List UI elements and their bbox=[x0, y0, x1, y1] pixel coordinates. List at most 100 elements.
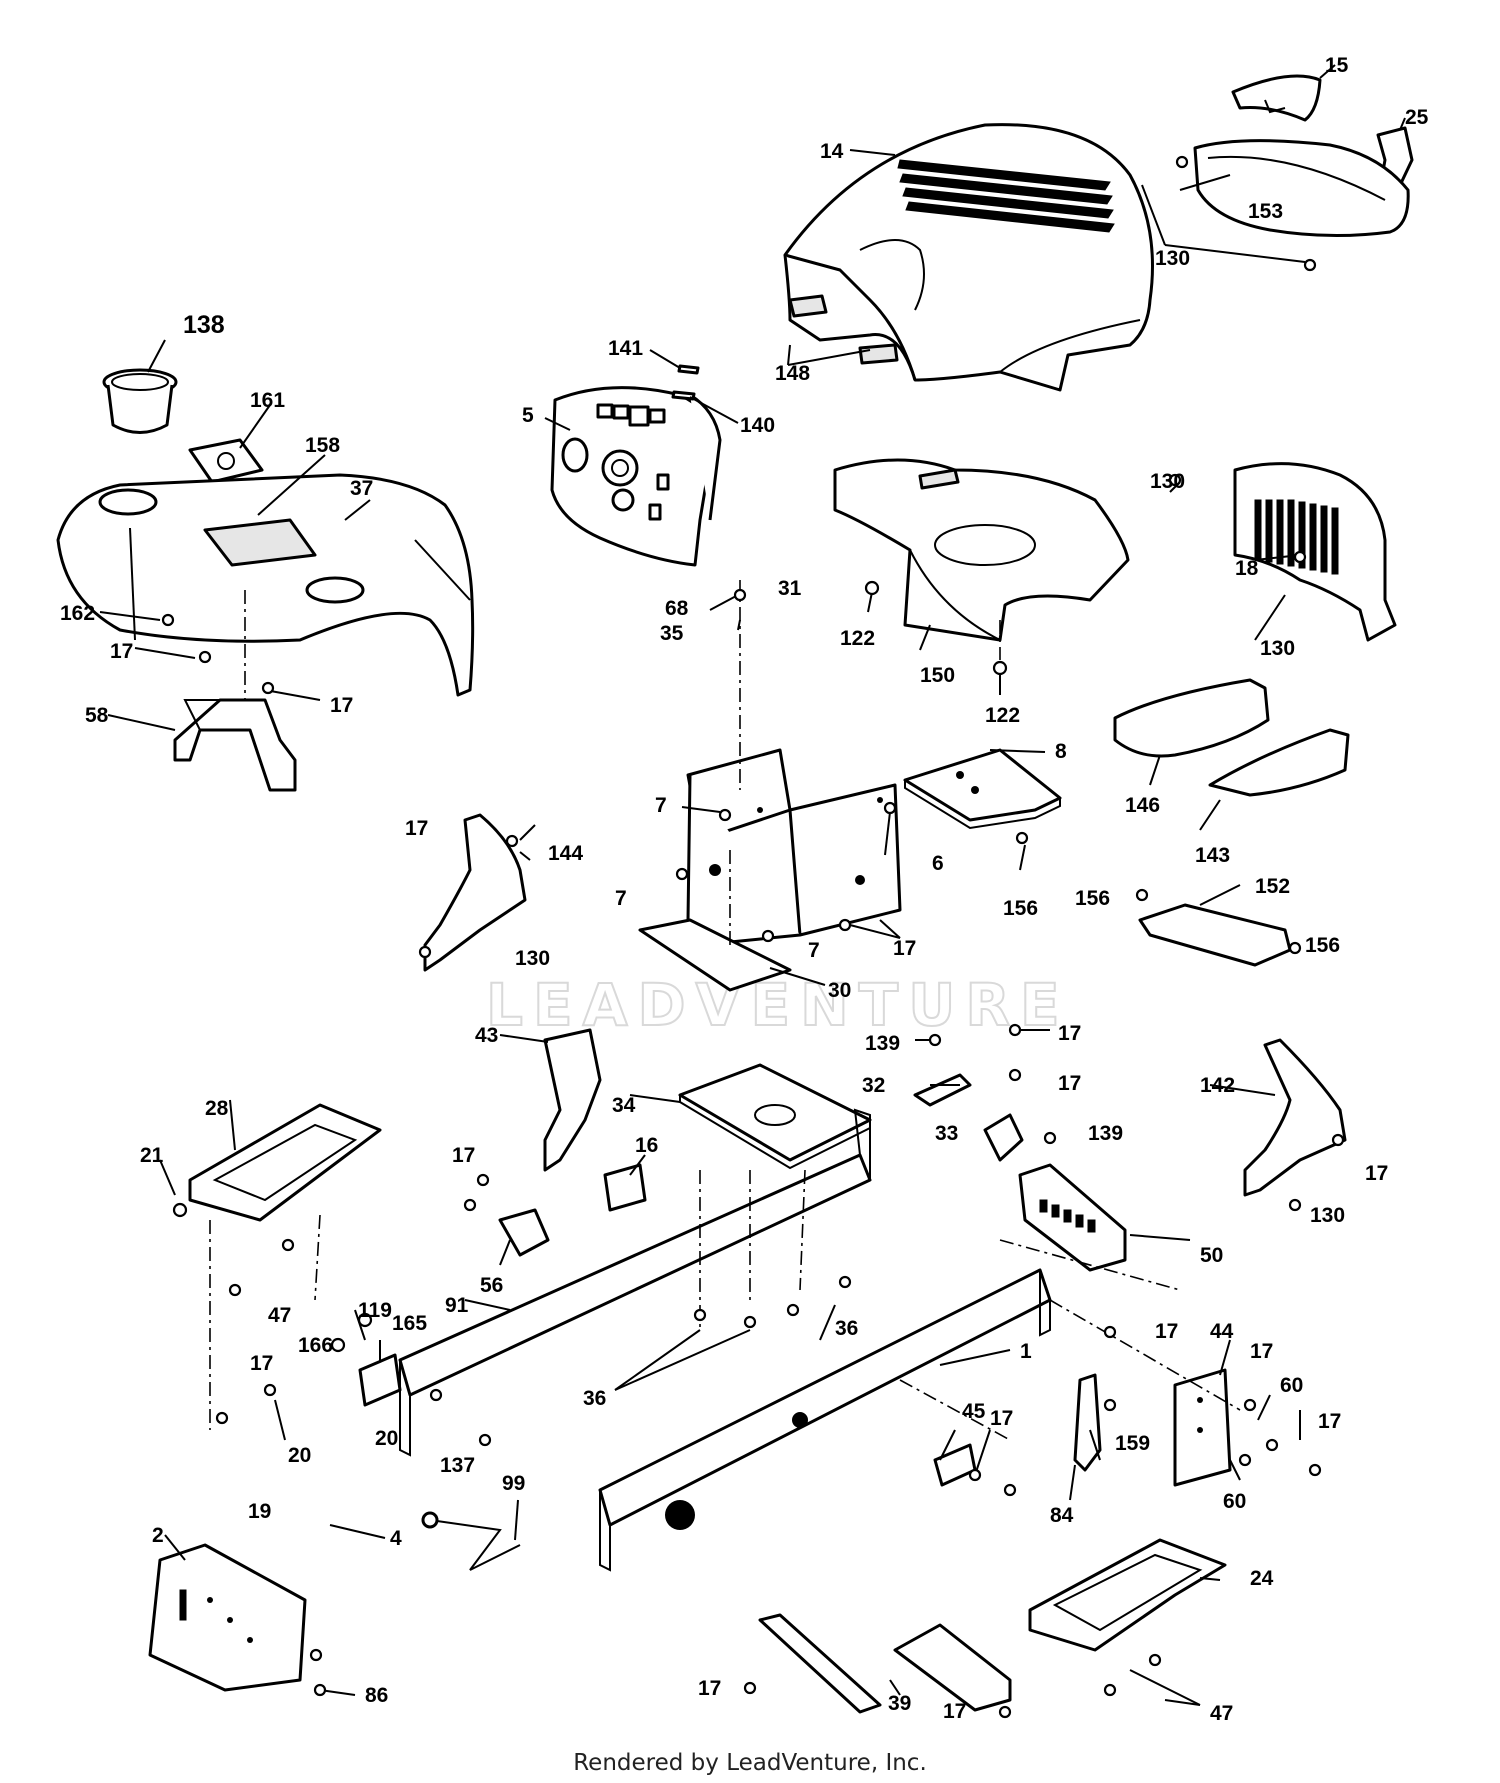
part-153-grille bbox=[1193, 139, 1410, 238]
callout-15: 15 bbox=[1325, 54, 1349, 77]
footer-credit: Rendered by LeadVenture, Inc. bbox=[573, 1750, 927, 1776]
part-28-footrest bbox=[188, 1103, 382, 1222]
callout-28: 28 bbox=[205, 1097, 229, 1120]
callout-37: 37 bbox=[350, 477, 373, 500]
callout-17h: 17 bbox=[452, 1144, 475, 1167]
callout-161: 161 bbox=[250, 389, 285, 412]
callout-2: 2 bbox=[152, 1524, 164, 1547]
part-152-plate bbox=[1138, 903, 1292, 967]
callout-139b: 139 bbox=[1088, 1122, 1123, 1145]
callout-130: 130 bbox=[1155, 247, 1190, 270]
callout-7a: 7 bbox=[655, 794, 667, 817]
callout-50: 50 bbox=[1200, 1244, 1223, 1267]
callout-60b: 60 bbox=[1223, 1490, 1246, 1513]
callout-17c: 17 bbox=[893, 937, 916, 960]
part-138-cup-holder bbox=[102, 368, 178, 434]
callout-143: 143 bbox=[1195, 844, 1230, 867]
callout-19: 19 bbox=[248, 1500, 271, 1523]
part-161-plate bbox=[188, 438, 264, 484]
callout-159: 159 bbox=[1115, 1432, 1150, 1455]
callout-31: 31 bbox=[778, 577, 802, 600]
callout-156c: 156 bbox=[1305, 934, 1340, 957]
callout-130c: 130 bbox=[1260, 637, 1295, 660]
leader-lines bbox=[99, 64, 1406, 1706]
callout-146: 146 bbox=[1125, 794, 1160, 817]
callout-17d: 17 bbox=[405, 817, 428, 840]
callout-32: 32 bbox=[862, 1074, 885, 1097]
callout-21: 21 bbox=[140, 1144, 164, 1167]
part-39-bracket bbox=[758, 1613, 1012, 1714]
callout-24: 24 bbox=[1250, 1567, 1274, 1590]
callout-130e: 130 bbox=[1310, 1204, 1345, 1227]
part-99-rod bbox=[421, 1511, 521, 1571]
callout-152: 152 bbox=[1255, 875, 1290, 898]
callout-8: 8 bbox=[1055, 740, 1067, 763]
callout-5: 5 bbox=[522, 404, 534, 427]
callout-17b: 17 bbox=[330, 694, 353, 717]
part-6-pedestal bbox=[686, 748, 902, 947]
callout-144: 144 bbox=[548, 842, 583, 865]
callout-17m: 17 bbox=[990, 1407, 1013, 1430]
callout-34: 34 bbox=[612, 1094, 636, 1117]
part-5-dashboard bbox=[550, 386, 722, 567]
callout-119: 119 bbox=[358, 1299, 392, 1322]
part-144-bracket bbox=[423, 813, 527, 972]
part-165-bracket bbox=[358, 1353, 402, 1407]
callout-17j: 17 bbox=[1155, 1320, 1178, 1343]
callout-17l: 17 bbox=[1318, 1410, 1341, 1433]
callout-6: 6 bbox=[932, 852, 944, 875]
callout-33: 33 bbox=[935, 1122, 958, 1145]
part-44-bracket bbox=[1173, 1368, 1232, 1487]
part-43-bracket bbox=[543, 1028, 602, 1172]
callout-7b: 7 bbox=[615, 887, 627, 910]
callout-56: 56 bbox=[480, 1274, 503, 1297]
callout-141: 141 bbox=[608, 337, 643, 360]
callout-153: 153 bbox=[1248, 200, 1283, 223]
callout-17e: 17 bbox=[1058, 1022, 1081, 1045]
callout-20b: 20 bbox=[288, 1444, 311, 1467]
part-45-bracket bbox=[933, 1443, 977, 1487]
part-33-bracket bbox=[983, 1113, 1024, 1162]
part-142-bracket bbox=[1243, 1038, 1347, 1197]
callout-122a: 122 bbox=[840, 627, 875, 650]
part-18-grille bbox=[1233, 462, 1397, 642]
part-58-bracket bbox=[173, 698, 297, 792]
callout-140: 140 bbox=[740, 414, 775, 437]
part-14-hood bbox=[783, 123, 1154, 392]
callout-25: 25 bbox=[1405, 106, 1429, 129]
callout-99: 99 bbox=[502, 1472, 525, 1495]
callout-30: 30 bbox=[828, 979, 851, 1002]
callout-16: 16 bbox=[635, 1134, 658, 1157]
callout-17k: 17 bbox=[1250, 1340, 1273, 1363]
part-32-bracket bbox=[913, 1073, 972, 1107]
part-143-shroud bbox=[1208, 728, 1350, 797]
callout-35: 35 bbox=[660, 622, 684, 645]
callout-17o: 17 bbox=[943, 1700, 966, 1723]
part-141-tab bbox=[677, 364, 700, 375]
part-2-plate bbox=[148, 1543, 307, 1692]
callout-137: 137 bbox=[440, 1454, 475, 1477]
callout-labels: 15 25 14 153 130 138 161 141 140 5 158 3… bbox=[60, 54, 1429, 1725]
part-84-link bbox=[1073, 1373, 1102, 1472]
part-24-footrest bbox=[1028, 1538, 1227, 1652]
callout-158: 158 bbox=[305, 434, 340, 457]
part-15-cap bbox=[1231, 74, 1322, 122]
grille-slots bbox=[1254, 499, 1339, 575]
callout-130d: 130 bbox=[515, 947, 550, 970]
callout-4: 4 bbox=[390, 1527, 402, 1550]
callout-17i: 17 bbox=[250, 1352, 273, 1375]
callout-156b: 156 bbox=[1075, 887, 1110, 910]
callout-36a: 36 bbox=[835, 1317, 858, 1340]
callout-142: 142 bbox=[1200, 1074, 1235, 1097]
callout-84: 84 bbox=[1050, 1504, 1074, 1527]
callout-14: 14 bbox=[820, 140, 844, 163]
bolts bbox=[161, 155, 1345, 1719]
callout-150: 150 bbox=[920, 664, 955, 687]
callout-91: 91 bbox=[445, 1294, 469, 1317]
callout-47b: 47 bbox=[1210, 1702, 1233, 1725]
callout-60a: 60 bbox=[1280, 1374, 1303, 1397]
part-91-frame-rail bbox=[398, 1108, 872, 1457]
callout-45: 45 bbox=[962, 1400, 986, 1423]
part-16-grommet bbox=[603, 1163, 647, 1212]
